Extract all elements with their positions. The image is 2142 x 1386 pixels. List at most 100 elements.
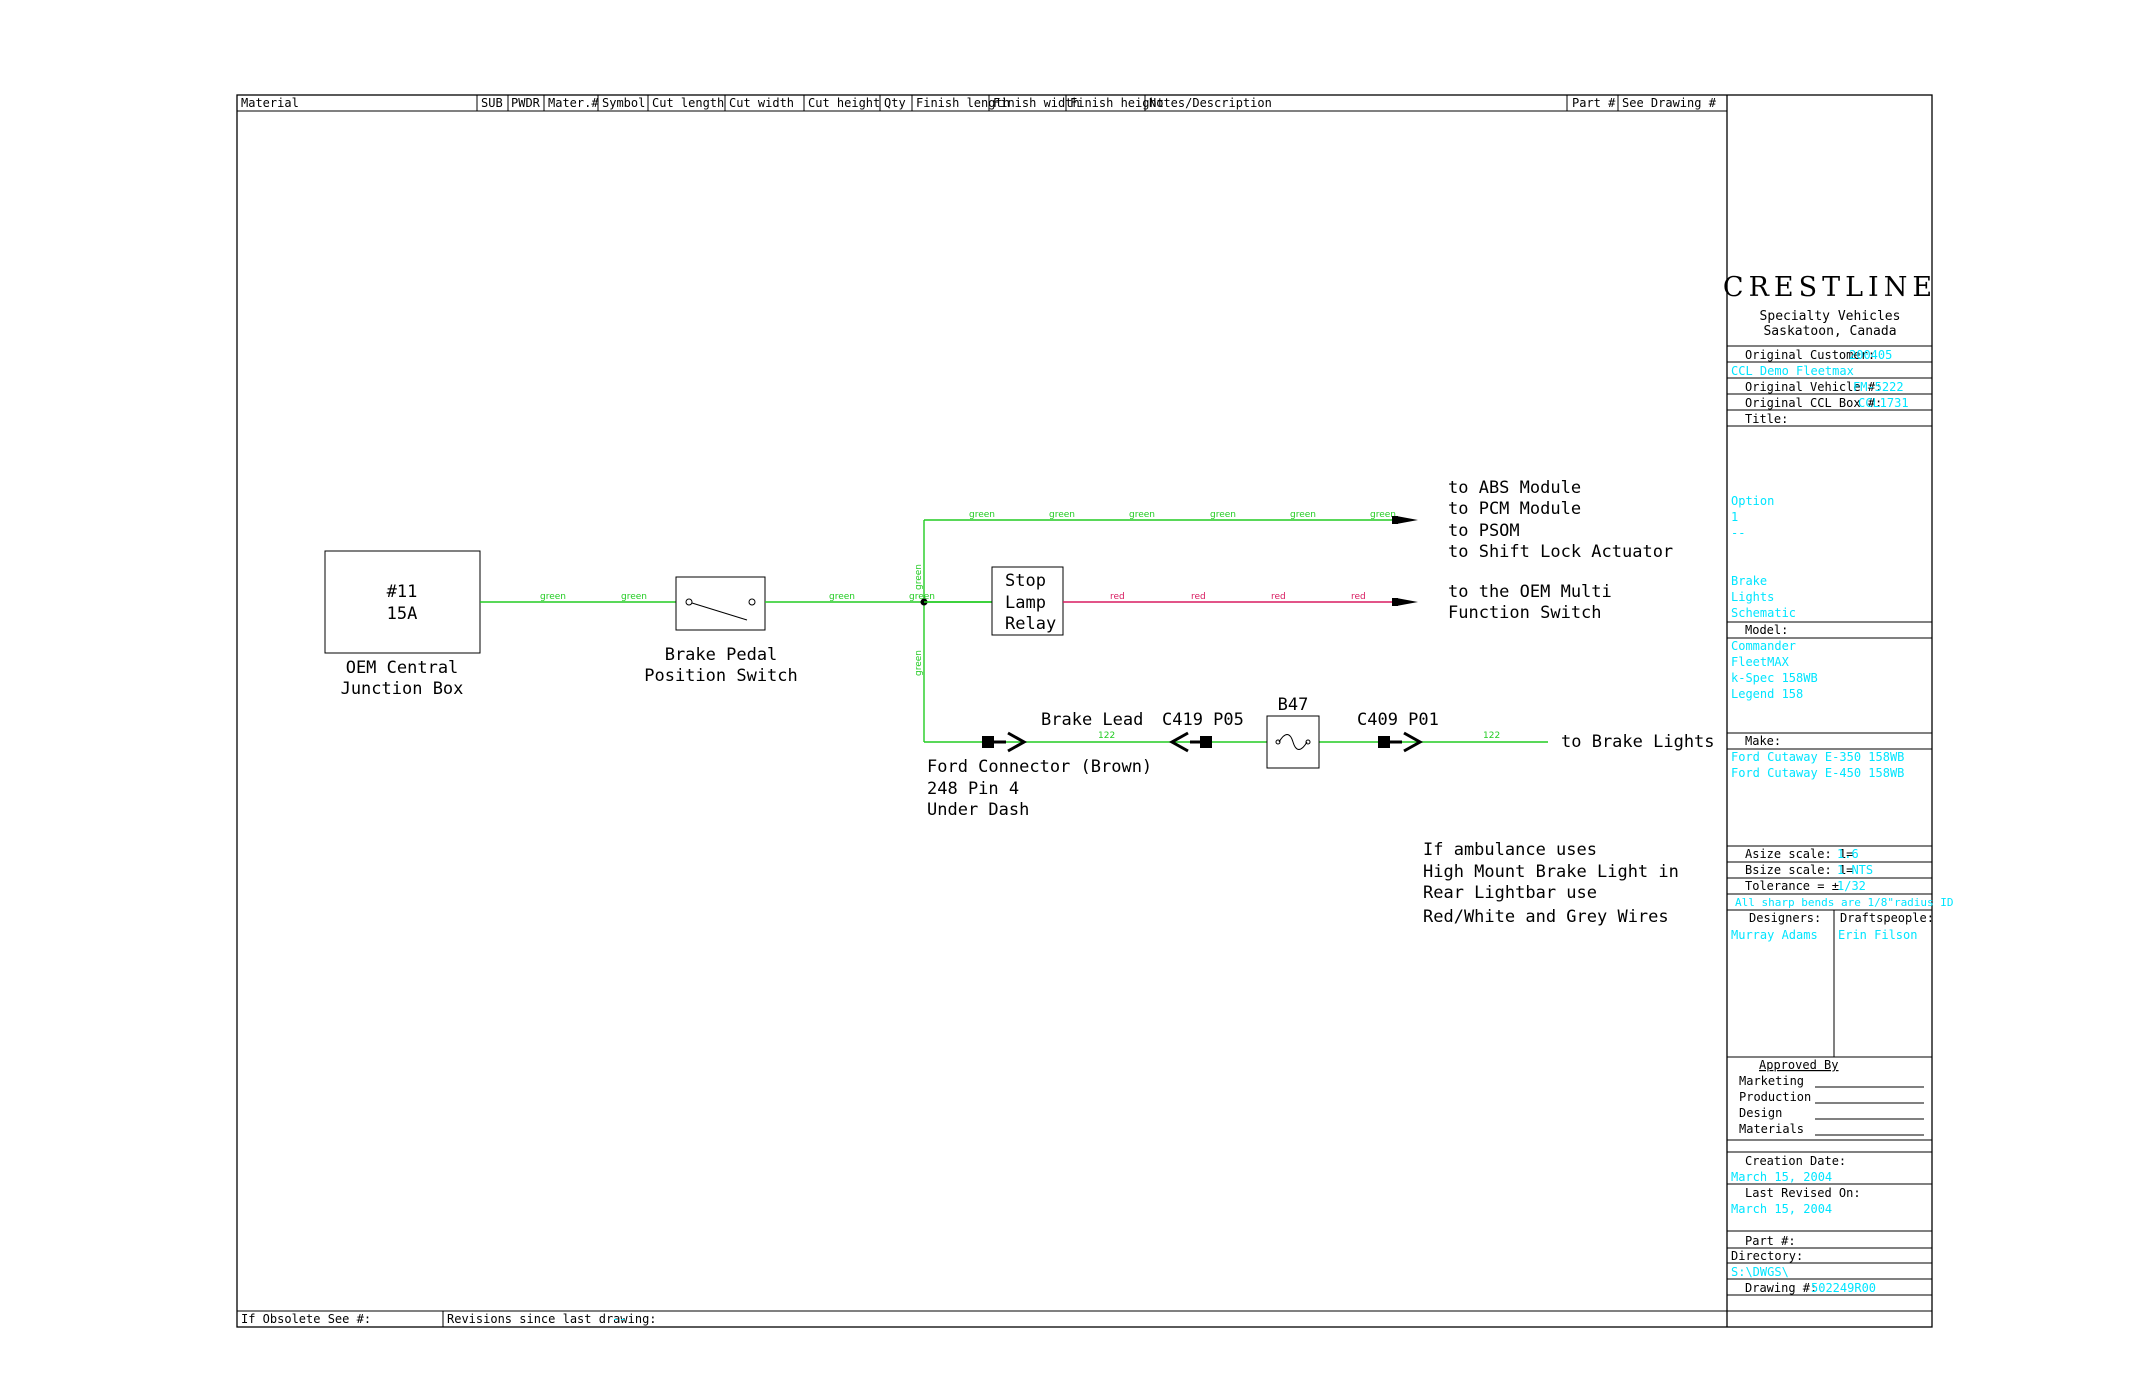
header-column-dividers [476, 95, 1619, 111]
sheet-border [236, 94, 1933, 1328]
schematic: #11 15A OEM Central Junction Box green g… [324, 478, 1715, 927]
tolerance-label: Tolerance = ± [1745, 879, 1839, 893]
ford-connector-2: 248 Pin 4 [927, 779, 1019, 799]
dest-shift-lock: to Shift Lock Actuator [1448, 542, 1673, 562]
wire-label-6: green [1049, 510, 1075, 520]
junction-caption-2: Junction Box [341, 679, 464, 699]
orig-box-value: CCL1731 [1858, 396, 1909, 410]
bends-note: All sharp bends are 1/8"radius ID [1735, 896, 1954, 909]
title-line-1: Option [1731, 494, 1774, 508]
company-logo: CRESTLINE [1723, 272, 1937, 303]
col-see-drawing: See Drawing # [1622, 96, 1717, 110]
designers-value: Murray Adams [1731, 928, 1818, 942]
wire-label-10: green [1370, 510, 1396, 520]
wire-label-3: green [829, 592, 855, 602]
drawing-label: Drawing #: [1745, 1281, 1817, 1295]
dest-abs: to ABS Module [1448, 478, 1581, 498]
wire-num-2: 122 [1483, 731, 1500, 741]
dest-oem-2: Function Switch [1448, 603, 1602, 623]
brake-pedal-switch [675, 576, 766, 631]
orig-vehicle-value: FM-5222 [1853, 380, 1904, 394]
drafts-value: Erin Filson [1838, 928, 1917, 942]
wire-red-3: red [1271, 592, 1286, 602]
model-line-1: Commander [1731, 639, 1796, 653]
dest-psom: to PSOM [1448, 521, 1520, 541]
make-label: Make: [1745, 734, 1781, 748]
creation-label: Creation Date: [1745, 1154, 1846, 1168]
customer-name: CCL Demo Fleetmax [1731, 364, 1854, 378]
designers-label: Designers: [1749, 911, 1821, 925]
approval-materials: Materials [1739, 1122, 1804, 1136]
directory-label: Directory: [1731, 1249, 1803, 1263]
company-line2: Saskatoon, Canada [1763, 324, 1896, 339]
fuse-amps: 15A [387, 604, 418, 624]
footer-revisions: Revisions since last drawing: [447, 1312, 657, 1326]
orig-box-label: Original CCL Box #: [1745, 396, 1882, 410]
bsize-label: Bsize scale: 1= [1745, 863, 1853, 877]
ford-connector-3: Under Dash [927, 800, 1029, 820]
col-pwdr: PWDR [511, 96, 541, 110]
stop-lamp-relay [991, 566, 1064, 636]
c409-label: C409 P01 [1357, 710, 1439, 730]
connector-arrow-oem [1396, 598, 1418, 606]
bsize-value: 1 NTS [1837, 863, 1873, 877]
col-cut-height: Cut height [808, 96, 880, 110]
model-line-3: k-Spec 158WB [1731, 671, 1818, 685]
orig-customer-label: Original Customer: [1745, 348, 1875, 362]
model-line-2: FleetMAX [1731, 655, 1790, 669]
creation-value: March 15, 2004 [1731, 1170, 1832, 1184]
connector-arrow-abs [1396, 516, 1418, 524]
tolerance-value: 1/32 [1837, 879, 1866, 893]
drafts-label: Draftspeople: [1840, 911, 1934, 925]
col-finish-width: Finish width [993, 96, 1080, 110]
title-block: CRESTLINE Specialty Vehicles Saskatoon, … [1723, 272, 1954, 1296]
revised-label: Last Revised On: [1745, 1186, 1861, 1200]
wire-red-4: red [1351, 592, 1366, 602]
make-line-2: Ford Cutaway E-450 158WB [1731, 766, 1904, 780]
col-notes: Notes/Description [1149, 96, 1272, 110]
make-line-1: Ford Cutaway E-350 158WB [1731, 750, 1904, 764]
col-finish-height: Finish height [1070, 96, 1164, 110]
company-line1: Specialty Vehicles [1760, 309, 1901, 324]
approved-label: Approved By [1759, 1058, 1838, 1072]
wire-red-2: red [1191, 592, 1206, 602]
col-symbol: Symbol [602, 96, 645, 110]
asize-label: Asize scale: 1= [1745, 847, 1853, 861]
switch-caption-1: Brake Pedal [665, 645, 778, 665]
model-label: Model: [1745, 623, 1788, 637]
wire-label-8: green [1210, 510, 1236, 520]
wire-label-2: green [621, 592, 647, 602]
switch-caption-2: Position Switch [644, 666, 798, 686]
dest-pcm: to PCM Module [1448, 499, 1581, 519]
col-part: Part # [1572, 96, 1616, 110]
wire-label-vert-1: green [914, 564, 924, 590]
wire-label-7: green [1129, 510, 1155, 520]
wire-label-vert-2: green [914, 650, 924, 676]
junction-caption-1: OEM Central [346, 658, 459, 678]
model-line-4: Legend 158 [1731, 687, 1803, 701]
ford-connector [982, 736, 994, 748]
approval-marketing: Marketing [1739, 1074, 1804, 1088]
junction-box [324, 550, 481, 654]
col-cut-length: Cut length [652, 96, 724, 110]
c409-connector [1378, 736, 1390, 748]
ford-connector-1: Ford Connector (Brown) [927, 757, 1152, 777]
title-line-6: Schematic [1731, 606, 1796, 620]
wire-label-1: green [540, 592, 566, 602]
approval-design: Design [1739, 1106, 1782, 1120]
wire-label-4: green [909, 592, 935, 602]
ambulance-note-3: Rear Lightbar use [1423, 883, 1597, 903]
to-brake-lights: to Brake Lights [1561, 732, 1715, 752]
title-line-3: -- [1731, 526, 1745, 540]
ambulance-note-1: If ambulance uses [1423, 840, 1597, 860]
approval-production: Production [1739, 1090, 1811, 1104]
wire-label-9: green [1290, 510, 1316, 520]
title-line-5: Lights [1731, 590, 1774, 604]
ambulance-note-4: Red/White and Grey Wires [1423, 907, 1669, 927]
wire-red-1: red [1110, 592, 1125, 602]
col-cut-width: Cut width [729, 96, 794, 110]
relay-line-1: Stop [1005, 571, 1046, 591]
col-material: Material [241, 96, 299, 110]
title-label: Title: [1745, 412, 1788, 426]
relay-line-2: Lamp [1005, 593, 1046, 613]
